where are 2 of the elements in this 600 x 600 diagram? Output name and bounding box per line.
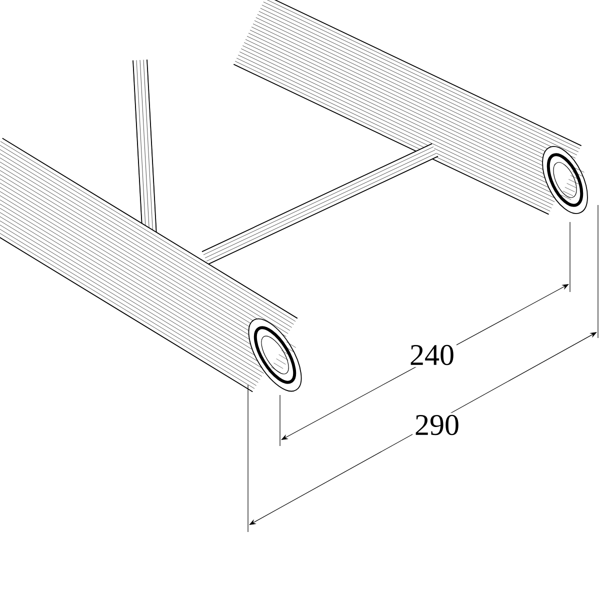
dimension-label: 240	[408, 342, 456, 368]
dimension-label: 290	[412, 412, 462, 438]
